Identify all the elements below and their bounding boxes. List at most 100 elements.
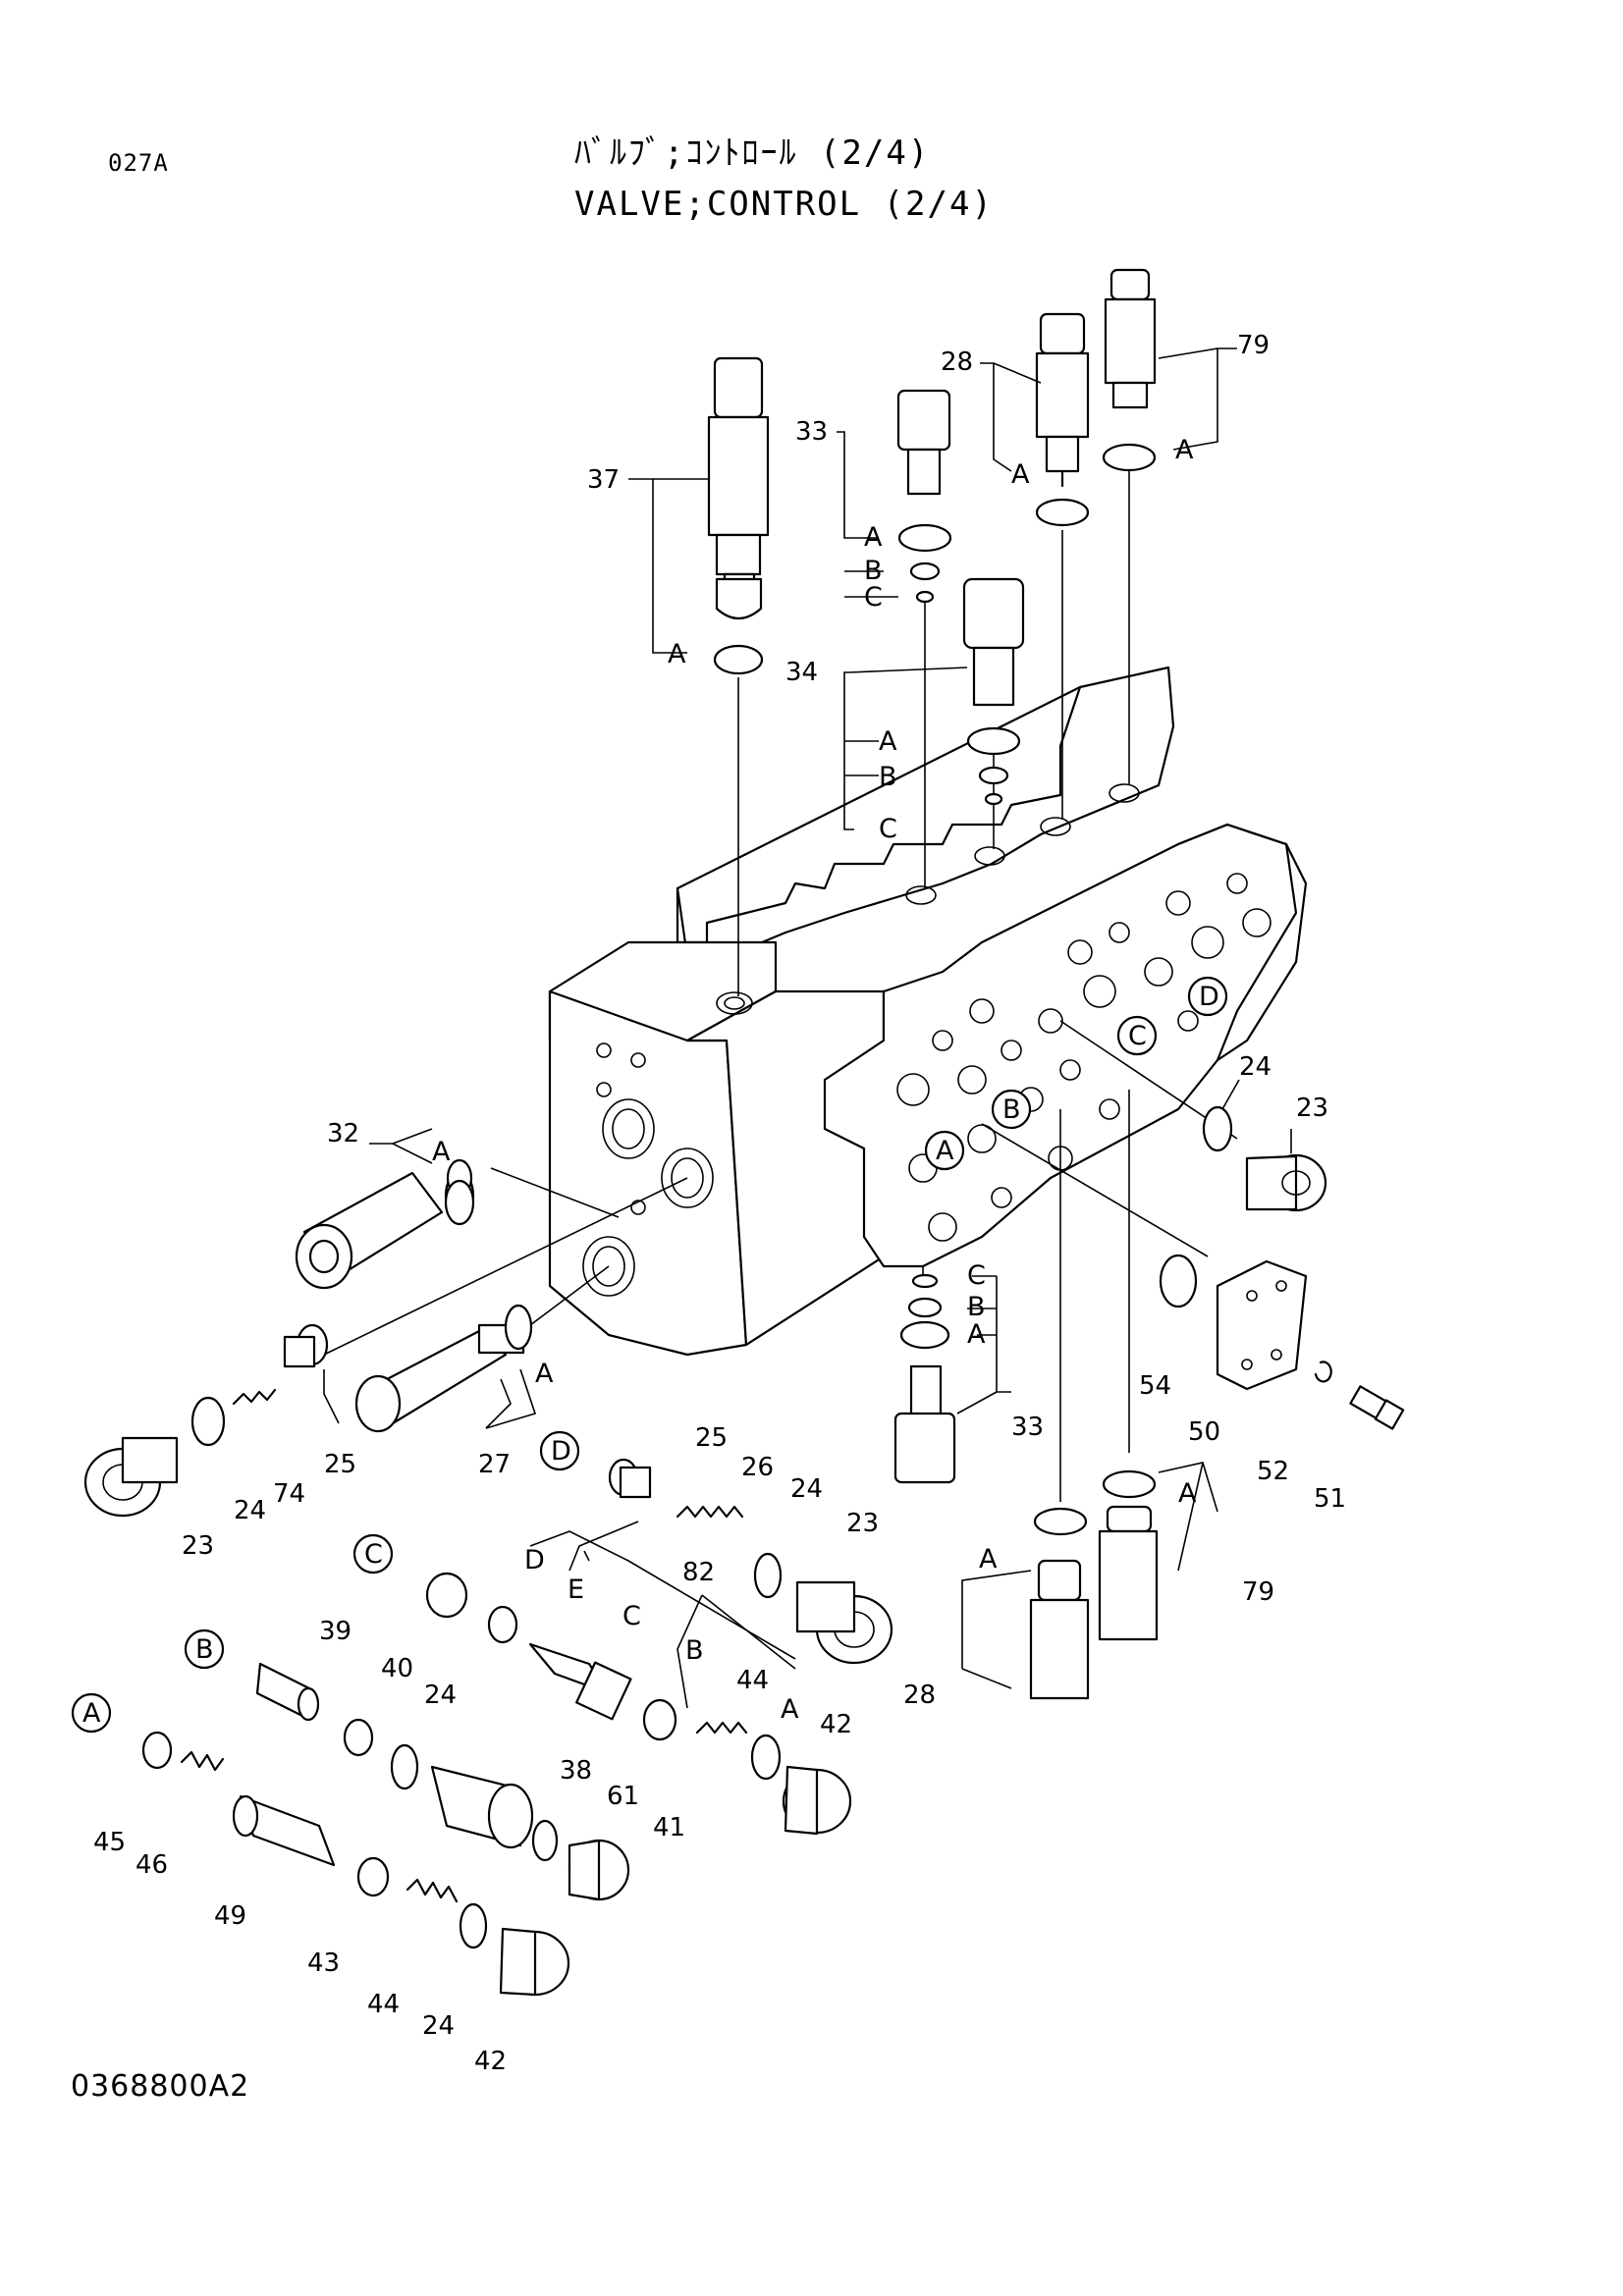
callout-24-a: 24 xyxy=(422,2011,455,2041)
seal-33-a: A xyxy=(864,522,883,553)
part-25-plug-left xyxy=(283,1323,329,1368)
part-43-seat xyxy=(356,1856,390,1897)
ref-marker-b: B xyxy=(195,1634,214,1665)
callout-25-d: 25 xyxy=(695,1423,728,1453)
part-42-cap-a xyxy=(782,1765,852,1836)
callout-28-top: 28 xyxy=(941,347,973,377)
callout-23-left: 23 xyxy=(182,1531,214,1561)
seal-34-b: B xyxy=(879,762,897,792)
callout-50: 50 xyxy=(1188,1417,1220,1447)
callout-23-d: 23 xyxy=(846,1509,879,1538)
callout-49: 49 xyxy=(214,1901,246,1931)
part-24-oring-c xyxy=(750,1734,782,1781)
part-40-spring xyxy=(343,1718,374,1757)
part-37-relief-valve xyxy=(707,356,770,675)
callout-45: 45 xyxy=(93,1828,126,1857)
part-33-plug-top xyxy=(896,389,952,604)
part-28-valve-bottom xyxy=(1029,1507,1090,1700)
part-61-oring xyxy=(531,1819,559,1862)
callout-33-top: 33 xyxy=(795,417,828,447)
callout-38: 38 xyxy=(560,1756,592,1786)
part-c-sleeve xyxy=(425,1572,468,1619)
part-a-oring-27 xyxy=(504,1304,533,1351)
part-46-spring xyxy=(180,1750,225,1772)
part-26-spring xyxy=(676,1505,744,1519)
part-38-body xyxy=(430,1765,534,1849)
seal-33b-a: A xyxy=(967,1319,986,1350)
callout-37: 37 xyxy=(587,465,620,495)
valve-body xyxy=(548,666,1308,1357)
part-41-cap xyxy=(568,1839,630,1901)
callout-32: 32 xyxy=(327,1119,359,1148)
callout-44-a: 44 xyxy=(736,1666,769,1695)
callout-74: 74 xyxy=(273,1479,305,1509)
port-marker-d: D xyxy=(1199,982,1219,1012)
seal-b: B xyxy=(685,1635,704,1666)
part-39-sleeve xyxy=(255,1662,320,1722)
callout-52: 52 xyxy=(1257,1457,1289,1486)
page-code: 027A xyxy=(108,149,169,177)
seal-28b-a: A xyxy=(979,1544,998,1575)
title-japanese: ﾊﾞﾙﾌﾞ;ｺﾝﾄﾛｰﾙ (2/4) xyxy=(574,133,931,173)
part-25-plug-d xyxy=(608,1458,652,1499)
callout-40: 40 xyxy=(381,1654,413,1683)
callout-43: 43 xyxy=(307,1949,340,1978)
callout-34: 34 xyxy=(785,658,818,687)
part-51-bolt xyxy=(1349,1385,1405,1430)
seal-a: A xyxy=(781,1694,799,1725)
callout-39: 39 xyxy=(319,1617,352,1646)
callout-42-b: 42 xyxy=(474,2047,507,2076)
drawing-code: 0368800A2 xyxy=(71,2069,250,2104)
part-23-cap-right xyxy=(1245,1153,1327,1212)
seal-33b-b: B xyxy=(967,1292,986,1322)
part-52-clip xyxy=(1314,1361,1332,1383)
callout-44-b: 44 xyxy=(367,1990,400,2019)
callout-numbers: 37 33 28 79 34 32 24 23 27 25 74 24 23 5… xyxy=(93,331,1346,2076)
ref-marker-d: D xyxy=(551,1436,571,1467)
part-24-oring-d xyxy=(753,1552,783,1599)
callout-25-left: 25 xyxy=(324,1450,356,1479)
port-marker-a: A xyxy=(936,1136,954,1166)
callout-61: 61 xyxy=(607,1782,639,1811)
part-24-oring-a xyxy=(459,1902,488,1949)
part-27-spool xyxy=(354,1323,525,1433)
seal-27-a: A xyxy=(535,1359,554,1389)
seal-letters: A A B C A A A B C A A C B A A A D E C B … xyxy=(432,435,1197,1725)
seal-32-a: A xyxy=(432,1137,451,1167)
part-28-valve-top xyxy=(1035,312,1090,527)
callout-41: 41 xyxy=(653,1813,685,1842)
part-24-oring-right xyxy=(1202,1105,1233,1152)
seal-e: E xyxy=(568,1575,584,1605)
callout-24-b: 24 xyxy=(424,1681,457,1710)
callout-27: 27 xyxy=(478,1450,511,1479)
part-e-spring xyxy=(487,1605,518,1644)
seal-33b-c: C xyxy=(967,1260,986,1291)
seal-33-c: C xyxy=(864,582,883,613)
callout-leaders xyxy=(323,347,1292,1709)
part-74-spring xyxy=(232,1388,277,1406)
seal-d: D xyxy=(524,1545,545,1575)
callout-42-a: 42 xyxy=(820,1710,852,1739)
seal-37-a: A xyxy=(668,639,686,669)
callout-51: 51 xyxy=(1314,1484,1346,1514)
part-44-spring-a xyxy=(695,1721,748,1735)
part-79-valve-bottom xyxy=(1098,1469,1159,1641)
callout-24-d: 24 xyxy=(790,1474,823,1504)
part-50-plate xyxy=(1216,1259,1308,1391)
ref-marker-c: C xyxy=(364,1539,383,1570)
callout-26: 26 xyxy=(741,1453,774,1482)
seal-79-a: A xyxy=(1175,435,1194,465)
assembly-lines xyxy=(323,469,1238,1502)
part-24-oring-b xyxy=(390,1743,419,1790)
callout-82: 82 xyxy=(682,1558,715,1587)
callout-24-left: 24 xyxy=(234,1496,266,1525)
seal-28-a: A xyxy=(1011,459,1030,490)
seal-34-a: A xyxy=(879,726,897,757)
part-34-plug xyxy=(962,577,1025,806)
seal-34-c: C xyxy=(879,814,897,844)
part-23-cap-left xyxy=(83,1436,179,1518)
title-english: VALVE;CONTROL (2/4) xyxy=(574,185,994,224)
seal-c: C xyxy=(622,1601,641,1631)
part-79-valve-top xyxy=(1102,268,1157,472)
callout-23-right: 23 xyxy=(1296,1094,1328,1123)
